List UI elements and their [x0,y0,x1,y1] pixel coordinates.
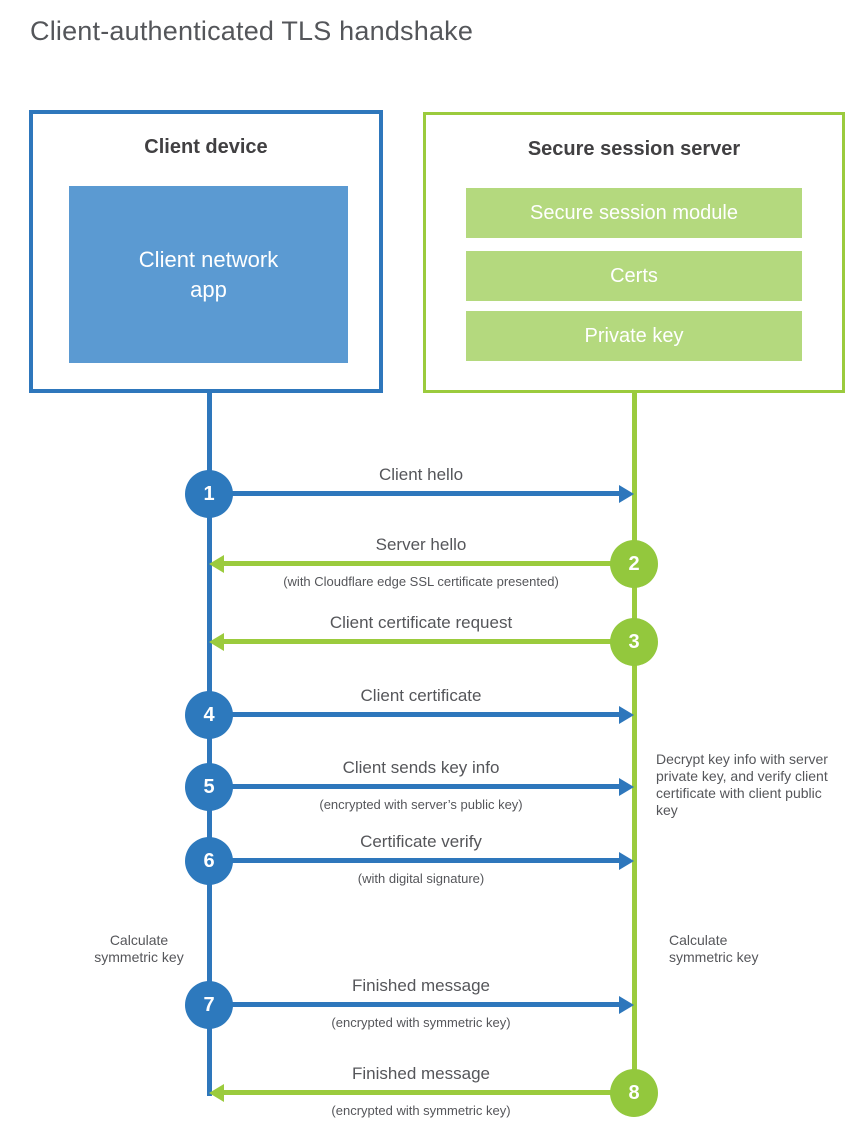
message-arrow-4 [209,712,621,717]
message-arrow-6 [209,858,621,863]
message-arrow-2 [222,561,634,566]
message-sublabel-6: (with digital signature) [357,871,485,886]
message-arrow-7 [209,1002,621,1007]
secure-session-server-title: Secure session server [527,138,741,160]
message-sublabel-7: (encrypted with symmetric key) [331,1015,511,1030]
message-label-2: Server hello [375,535,467,554]
client-lifeline [207,391,212,1096]
step-circle-1: 1 [185,470,233,518]
arrow-head-icon [619,996,634,1014]
calculate-symmetric-key-note-left: Calculate symmetric key [94,932,184,965]
step-circle-3: 3 [610,618,658,666]
client-network-app-label: Client network app [138,246,279,302]
decrypt-key-note: Decrypt key info with server private key… [656,751,828,818]
client-network-app-box: Client network app [69,186,348,363]
server-lifeline [632,391,637,1094]
message-label-8: Finished message [352,1064,490,1083]
arrow-head-icon [209,555,224,573]
arrow-head-icon [619,778,634,796]
server-module-bar: Secure session module [466,188,802,238]
message-label-5: Client sends key info [342,758,500,777]
message-arrow-8 [222,1090,634,1095]
step-circle-2: 2 [610,540,658,588]
step-circle-4: 4 [185,691,233,739]
calculate-symmetric-key-note-right: Calculate symmetric key [669,932,759,965]
server-module-bar: Certs [466,251,802,301]
arrow-head-icon [619,706,634,724]
message-label-3: Client certificate request [329,613,513,632]
message-arrow-5 [209,784,621,789]
arrow-head-icon [619,485,634,503]
message-label-4: Client certificate [360,686,482,705]
step-circle-8: 8 [610,1069,658,1117]
arrow-head-icon [209,1084,224,1102]
message-arrow-1 [209,491,621,496]
message-sublabel-2: (with Cloudflare edge SSL certificate pr… [283,574,559,589]
message-arrow-3 [222,639,634,644]
client-device-title: Client device [144,136,268,158]
step-circle-5: 5 [185,763,233,811]
step-circle-6: 6 [185,837,233,885]
message-label-6: Certificate verify [360,832,482,851]
step-circle-7: 7 [185,981,233,1029]
message-sublabel-5: (encrypted with server’s public key) [319,797,523,812]
page-title: Client-authenticated TLS handshake [30,16,474,46]
message-label-1: Client hello [378,465,464,484]
arrow-head-icon [209,633,224,651]
arrow-head-icon [619,852,634,870]
server-module-bar: Private key [466,311,802,361]
message-label-7: Finished message [352,976,490,995]
message-sublabel-8: (encrypted with symmetric key) [331,1103,511,1118]
